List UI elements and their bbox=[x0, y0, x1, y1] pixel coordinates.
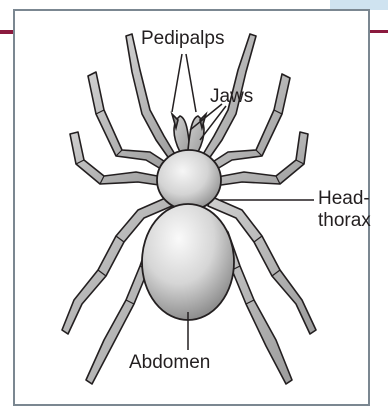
label-head-thorax-line1: Head- bbox=[318, 188, 371, 210]
label-pedipalps: Pedipalps bbox=[141, 28, 224, 50]
label-head-thorax-line2: thorax bbox=[318, 210, 371, 232]
head-thorax bbox=[157, 150, 221, 210]
label-jaws: Jaws bbox=[210, 86, 253, 108]
abdomen bbox=[142, 204, 234, 320]
label-head-thorax: Head- thorax bbox=[318, 188, 371, 232]
label-abdomen: Abdomen bbox=[129, 352, 210, 374]
